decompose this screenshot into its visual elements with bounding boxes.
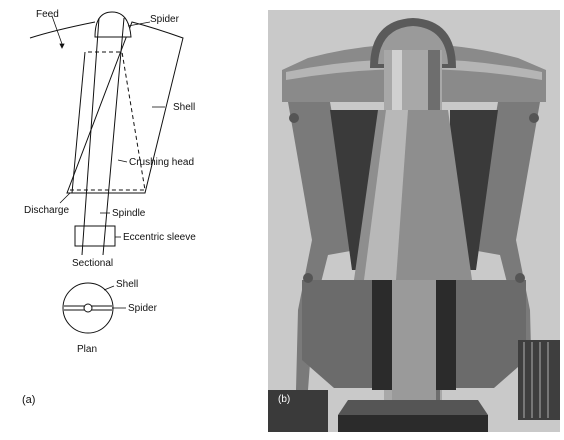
caption-sectional: Sectional (72, 258, 113, 269)
eccentric-sleeve (74, 225, 116, 247)
crushing-head (71, 51, 86, 194)
bolt (529, 113, 539, 123)
bolt (289, 113, 299, 123)
spindle (81, 17, 125, 256)
sectional-schematic: Feed Spider Shell Crushing head Discharg… (22, 9, 196, 406)
plan-spindle-hub (83, 303, 93, 313)
spider-cap (94, 11, 132, 38)
bolt (303, 273, 313, 283)
bevel-gear (338, 400, 488, 415)
caption-plan: Plan (77, 344, 97, 355)
panel-a-letter: (a) (22, 394, 35, 406)
label-spindle: Spindle (112, 208, 146, 219)
cutaway-photograph: (b) (268, 10, 560, 432)
label-discharge: Discharge (24, 205, 69, 216)
label-feed: Feed (36, 9, 59, 20)
label-spider: Spider (150, 14, 180, 25)
plan-label-spider: Spider (128, 303, 158, 314)
label-eccentric-sleeve: Eccentric sleeve (123, 232, 196, 243)
label-shell: Shell (173, 102, 195, 113)
crushing-head-dashed (70, 51, 146, 191)
bolt (515, 273, 525, 283)
panel-b-letter: (b) (278, 394, 290, 405)
label-crushing-head: Crushing head (129, 157, 194, 168)
plan-label-shell: Shell (116, 279, 138, 290)
